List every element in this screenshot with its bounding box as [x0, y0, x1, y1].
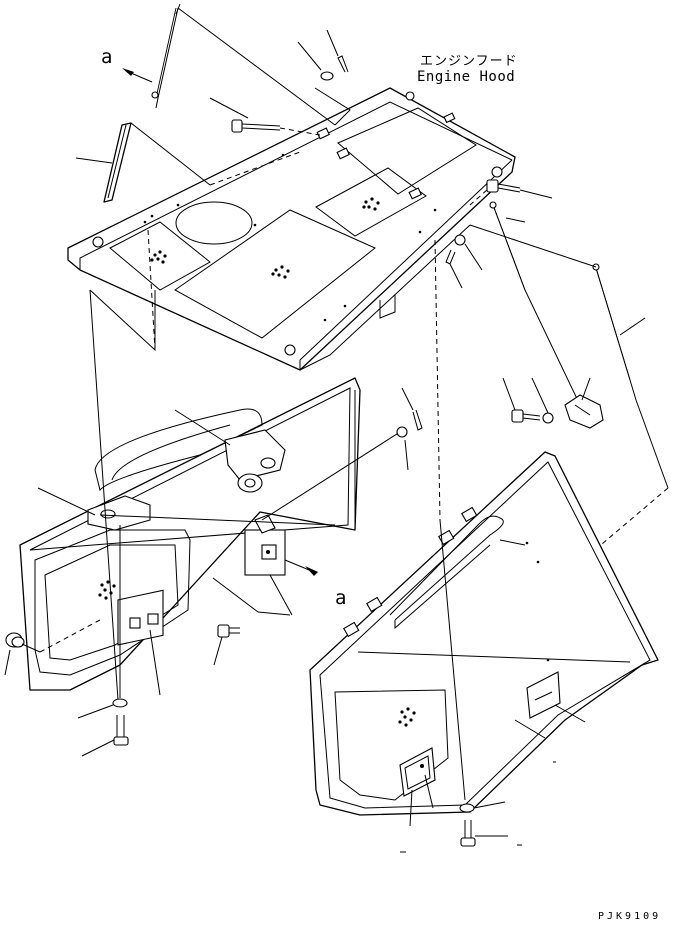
side-door-right: [309, 451, 659, 816]
engine-hood-panel: [67, 87, 516, 371]
mesh-grille-center: [271, 265, 290, 279]
hinge-bracket-bar: [75, 122, 301, 203]
view-reference-label-top: a: [101, 46, 113, 68]
washer-bottom-left: [77, 698, 128, 719]
side-door-left: [19, 377, 361, 691]
gas-spring-right-long: [469, 224, 669, 606]
rubber-stopper-left: [4, 632, 41, 676]
mesh-grille-left: [150, 250, 167, 264]
washer-right: [445, 234, 483, 289]
drawing-code: PJK9109: [598, 911, 662, 922]
title-english: Engine Hood: [417, 69, 516, 85]
bolt-top-center: [209, 97, 321, 136]
latch-bracket-right: [564, 377, 604, 429]
mesh-grille-right: [362, 197, 380, 211]
gas-spring-top-left: [151, 3, 336, 126]
washer-top: [297, 29, 351, 126]
bolt-bottom-right: [460, 820, 508, 847]
bolt-bottom-left: [81, 715, 129, 757]
mesh-grille-door-right: [398, 707, 416, 727]
bolt-top-right: [469, 179, 553, 206]
view-reference-label-bottom: a: [335, 587, 347, 609]
gas-spring-right-short: [489, 201, 581, 406]
washer-bottom-right: [459, 801, 506, 813]
leader-dashed-left: [147, 229, 156, 351]
clip-center: [396, 387, 423, 471]
view-arrow-a-top: [122, 68, 134, 76]
bolt-mid-right: [502, 377, 554, 424]
title-japanese: エンジンフード: [420, 54, 518, 69]
bolt-left-lower: [213, 624, 240, 666]
